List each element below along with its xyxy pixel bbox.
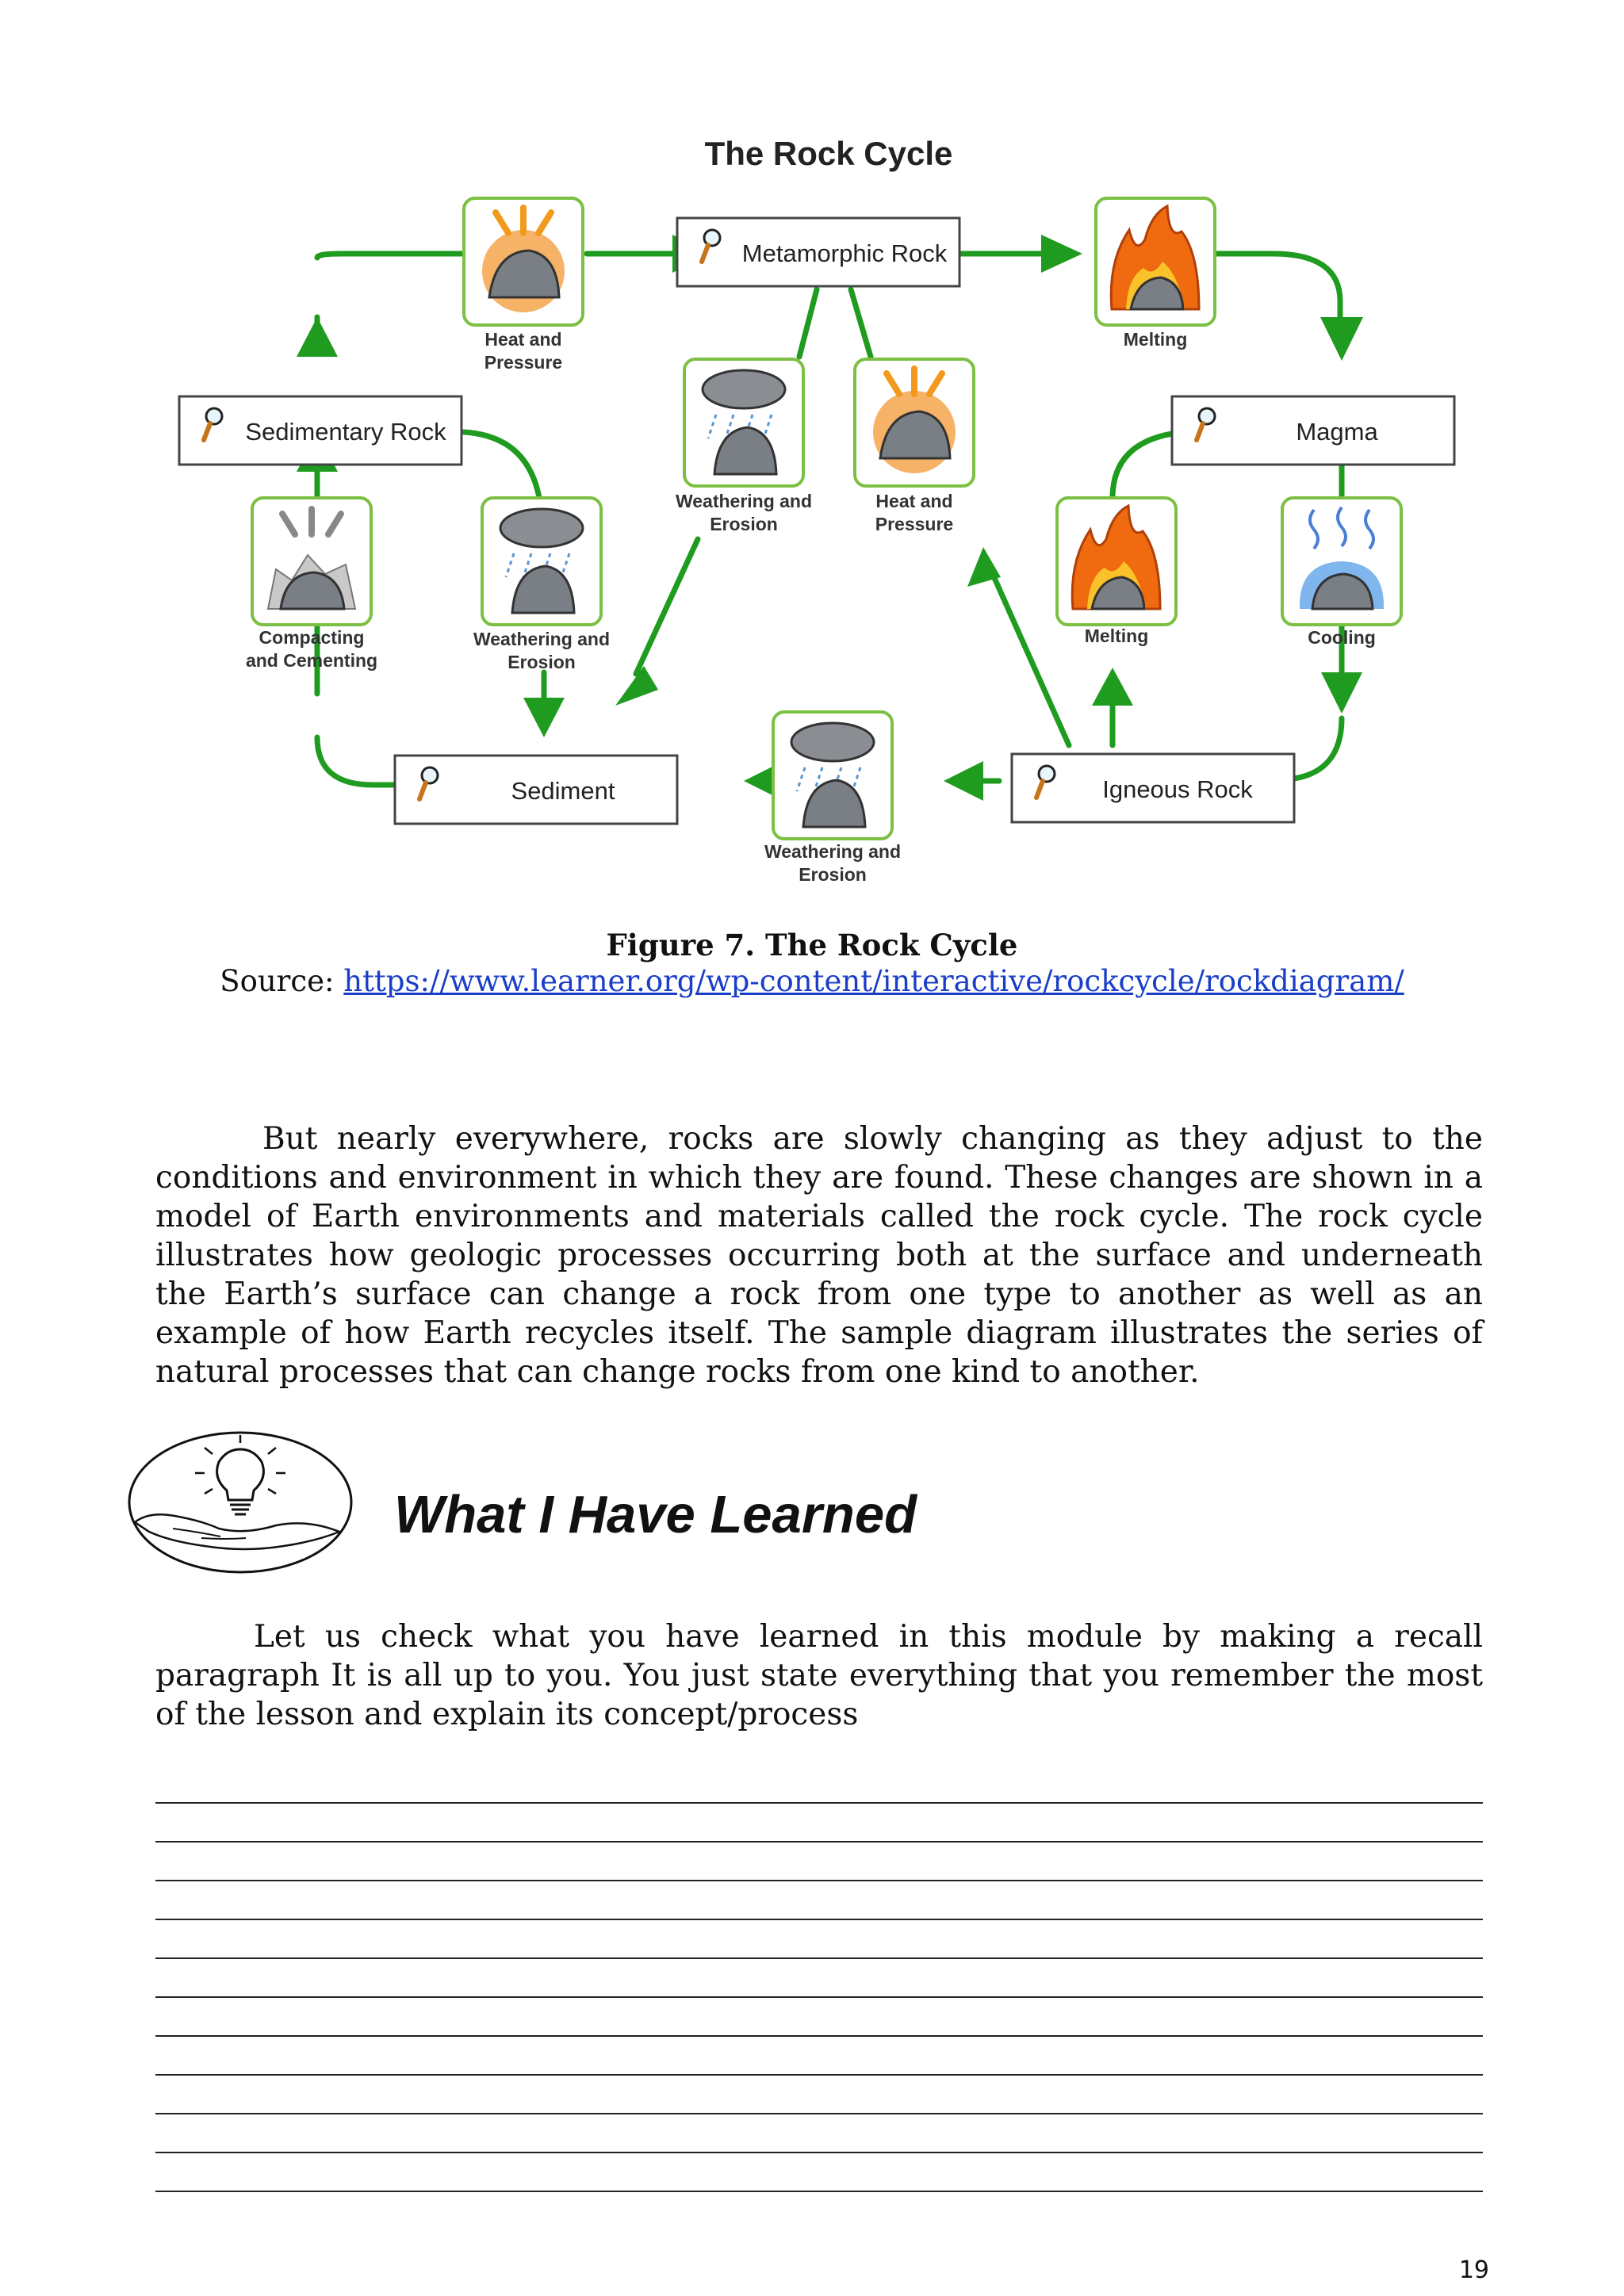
process-label: Heat and: [485, 329, 561, 350]
weathering-rock-icon: [772, 710, 894, 840]
answer-line[interactable]: [155, 1841, 1483, 1843]
answer-line[interactable]: [155, 2074, 1483, 2076]
answer-line[interactable]: [155, 2152, 1483, 2153]
rock-cycle-diagram: The Rock Cycle: [178, 135, 1456, 885]
weathering-rock-icon: [683, 358, 805, 488]
process-label: Melting: [1124, 329, 1188, 350]
figure-caption-title: Figure 7. The Rock Cycle: [606, 928, 1018, 962]
process-label: Compacting: [259, 627, 365, 648]
node-magma: Magma: [1170, 395, 1456, 466]
process-label: and Cementing: [246, 650, 377, 671]
node-label: Sedimentary Rock: [245, 418, 446, 446]
process-label: Weathering and: [764, 841, 901, 862]
figure-source-link[interactable]: https://www.learner.org/wp-content/inter…: [343, 964, 1404, 998]
process-label: Erosion: [710, 514, 778, 534]
melting-rock-icon: [1055, 496, 1178, 626]
process-melting-right: Melting: [1055, 496, 1178, 646]
body-paragraph-instructions: Let us check what you have learned in th…: [155, 1619, 1483, 1732]
process-label: Pressure: [875, 514, 953, 534]
heat-pressure-rock-icon: [853, 358, 975, 488]
diagram-title: The Rock Cycle: [705, 135, 953, 172]
figure-source-label: Source:: [220, 964, 344, 998]
process-label: Weathering and: [473, 629, 610, 649]
answer-line[interactable]: [155, 1802, 1483, 1804]
node-igneous-rock: Igneous Rock: [1010, 752, 1296, 824]
process-heat-pressure-center: Heat and Pressure: [853, 358, 975, 534]
weathering-rock-icon: [481, 496, 603, 626]
process-melting-top: Melting: [1094, 197, 1216, 350]
process-cooling: Cooling: [1281, 496, 1403, 648]
process-label: Heat and: [875, 491, 952, 511]
node-label: Igneous Rock: [1102, 775, 1253, 803]
heat-pressure-rock-icon: [462, 197, 584, 327]
answer-line[interactable]: [155, 2113, 1483, 2114]
answer-line[interactable]: [155, 2035, 1483, 2037]
process-label: Melting: [1085, 626, 1149, 646]
lightbulb-hand-icon: [128, 1431, 353, 1574]
answer-line[interactable]: [155, 1957, 1483, 1959]
figure-source: Source: https://www.learner.org/wp-conte…: [0, 964, 1624, 998]
answer-line[interactable]: [155, 2191, 1483, 2192]
process-weathering-left: Weathering and Erosion: [473, 496, 610, 672]
section-title-what-i-have-learned: What I Have Learned: [394, 1485, 917, 1544]
compacting-rock-icon: [251, 496, 373, 626]
cycle-connectors: [314, 251, 1345, 788]
page-number: 19: [1458, 2256, 1489, 2284]
answer-line[interactable]: [155, 1996, 1483, 1998]
body-paragraph-rock-cycle: But nearly everywhere, rocks are slowly …: [155, 1121, 1483, 1390]
node-metamorphic-rock: Metamorphic Rock: [676, 216, 961, 288]
answer-line[interactable]: [155, 1880, 1483, 1881]
process-heat-pressure-top: Heat and Pressure: [462, 197, 584, 373]
process-compacting: Compacting and Cementing: [246, 496, 377, 671]
node-sedimentary-rock: Sedimentary Rock: [178, 395, 463, 466]
answer-line[interactable]: [155, 1919, 1483, 1920]
cooling-rock-icon: [1281, 496, 1403, 626]
node-sediment: Sediment: [393, 754, 679, 825]
process-label: Pressure: [485, 352, 562, 373]
process-label: Erosion: [508, 652, 576, 672]
process-label: Cooling: [1308, 627, 1376, 648]
process-weathering-bottom: Weathering and Erosion: [764, 710, 901, 885]
node-label: Sediment: [511, 777, 615, 805]
process-weathering-center: Weathering and Erosion: [676, 358, 812, 534]
melting-rock-icon: [1094, 197, 1216, 327]
node-label: Magma: [1296, 418, 1378, 446]
node-label: Metamorphic Rock: [742, 239, 948, 267]
process-label: Erosion: [799, 864, 867, 885]
process-label: Weathering and: [676, 491, 812, 511]
